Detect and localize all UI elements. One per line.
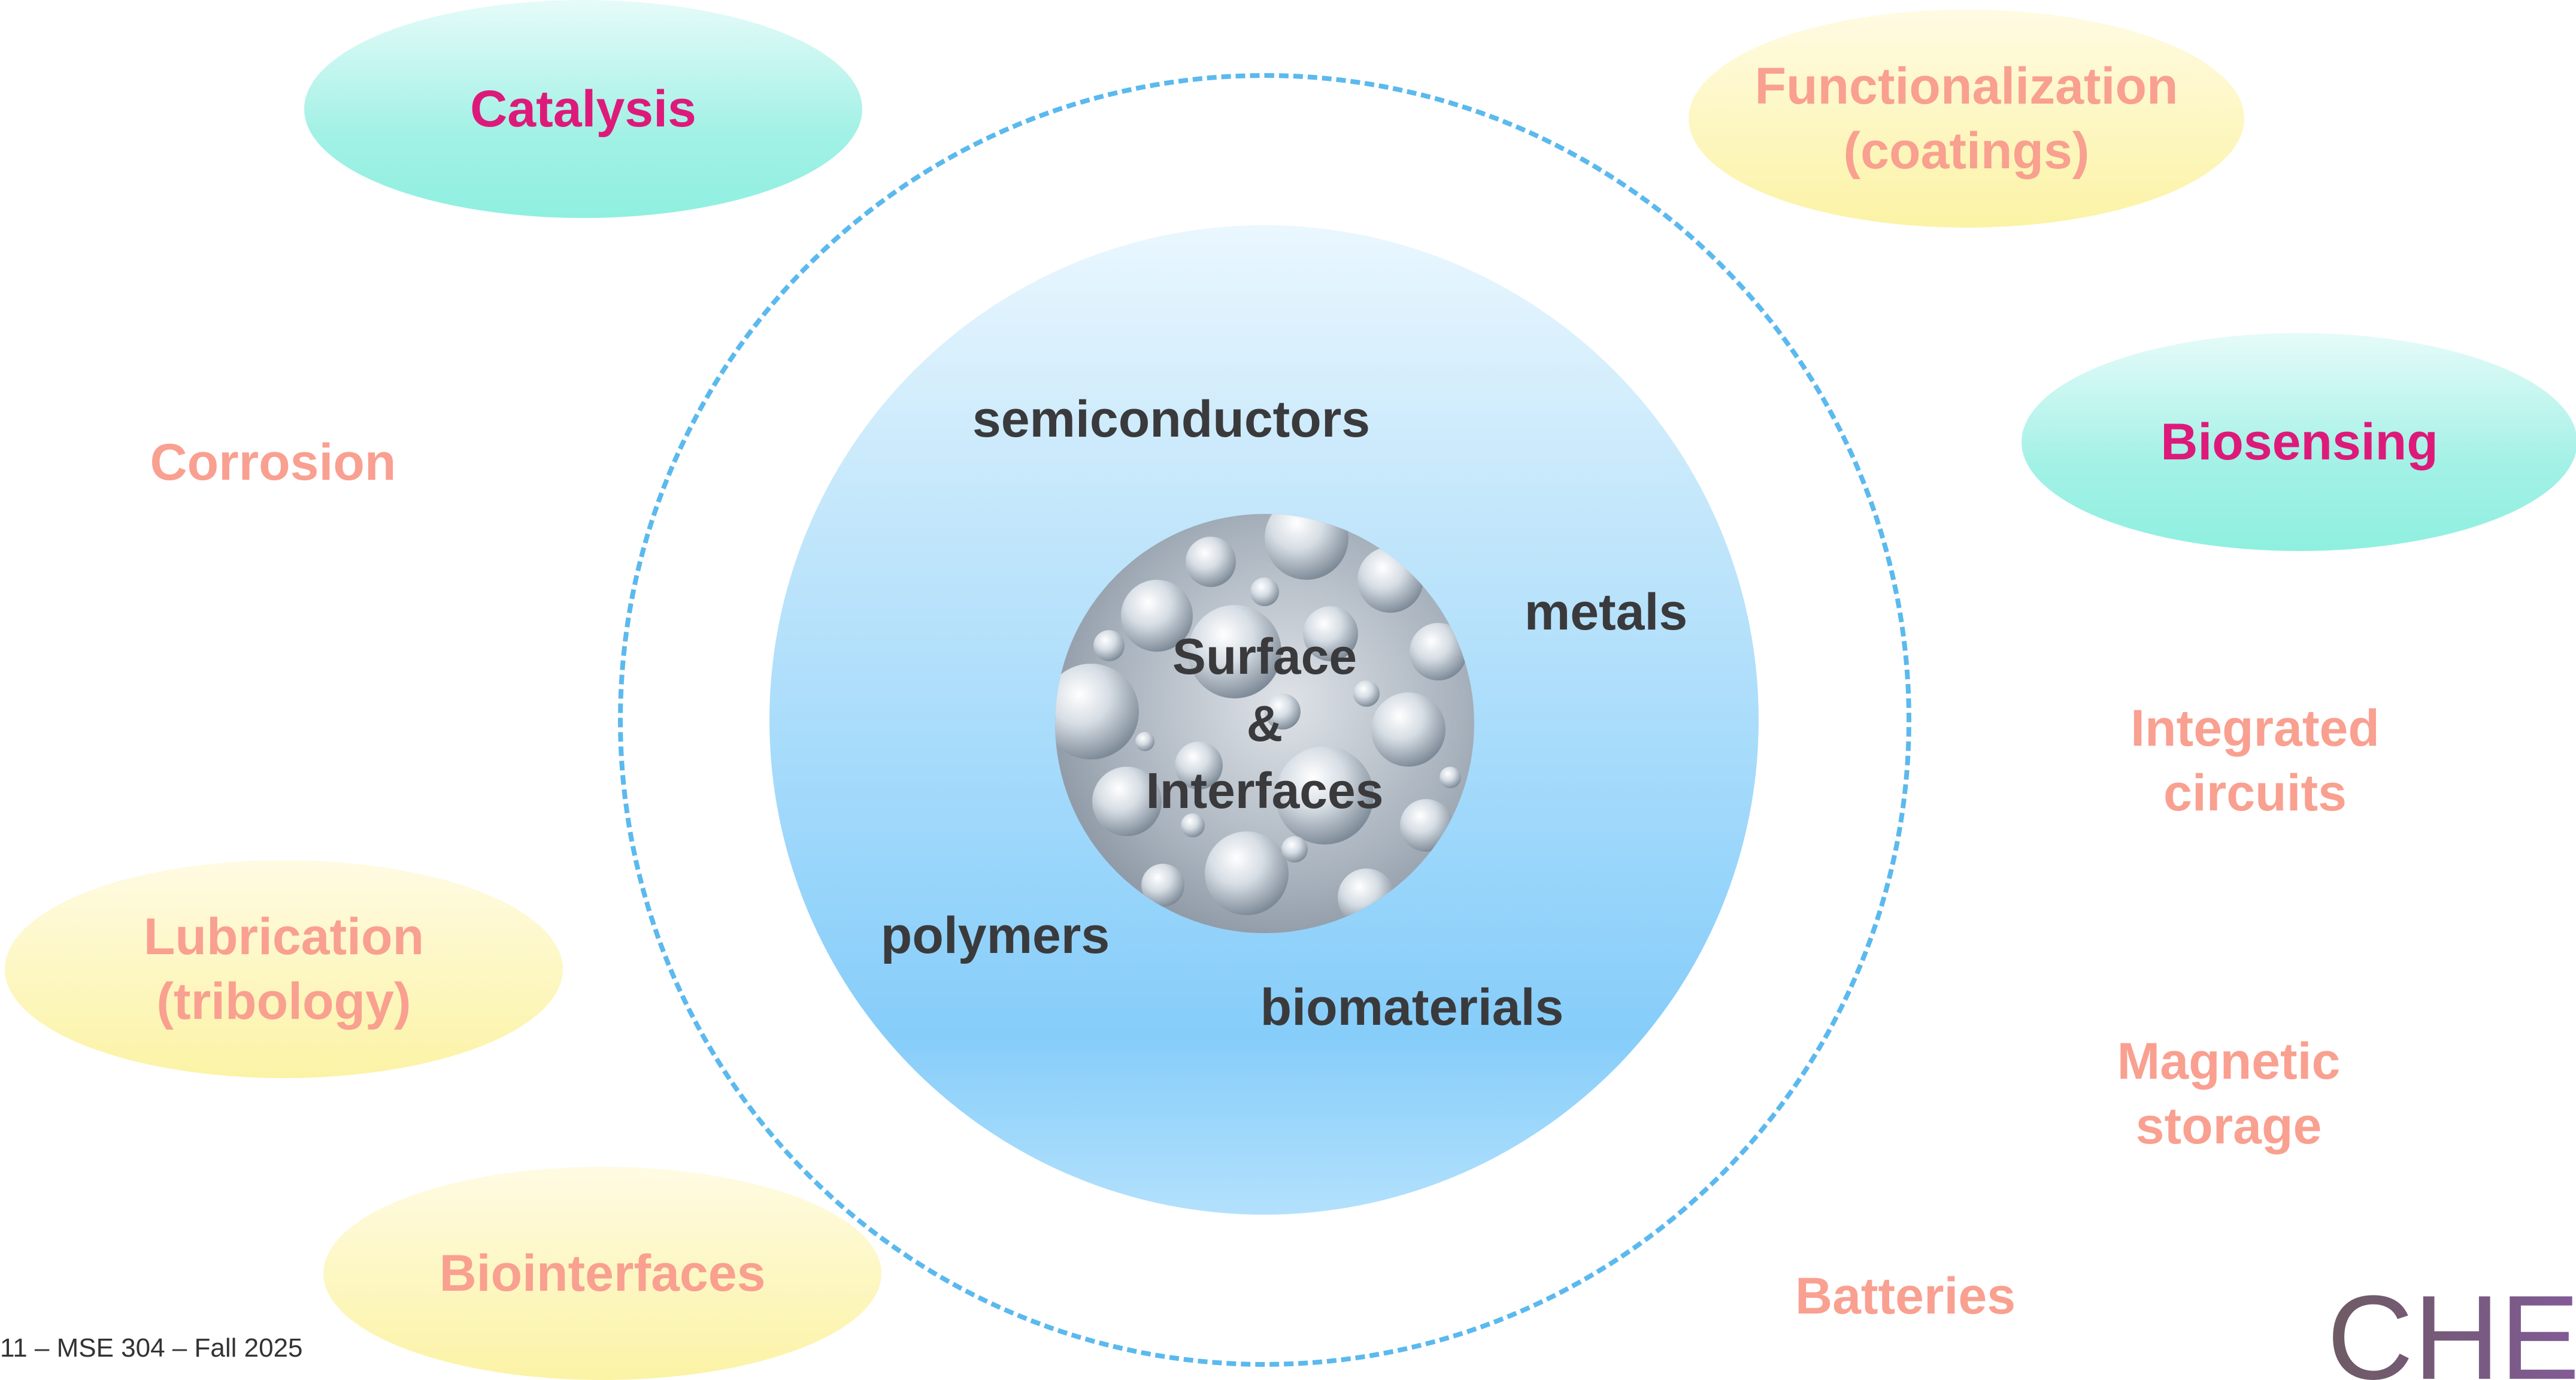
integrated-circuits-line2: circuits [2163, 764, 2347, 822]
outer-dashed-ring [618, 73, 1911, 1367]
lubrication-label: Lubrication [143, 908, 425, 966]
chem-logo-text: CHEM [2327, 1282, 2576, 1380]
spheres-texture [1055, 514, 1467, 926]
semiconductors-label: semiconductors [972, 391, 1371, 448]
surface-label: Surface [1172, 628, 1357, 685]
catalysis-label: Catalysis [470, 80, 696, 138]
footer-course-label: 11 – MSE 304 – Fall 2025 [0, 1333, 303, 1363]
functionalization-sublabel: (coatings) [1843, 122, 2090, 180]
biosensing-bubble: Biosensing [2022, 333, 2576, 551]
metals-label: metals [1524, 583, 1688, 641]
chem-logo: CHEM [2327, 1282, 2576, 1380]
polymers-label: polymers [880, 907, 1110, 964]
integrated-circuits-label: Integrated circuits [2130, 696, 2380, 825]
biomaterials-label: biomaterials [1260, 979, 1564, 1036]
catalysis-bubble: Catalysis [304, 0, 862, 218]
biointerfaces-bubble: Biointerfaces [323, 1167, 881, 1380]
lubrication-sublabel: (tribology) [156, 973, 411, 1030]
functionalization-label: Functionalization [1754, 58, 2178, 115]
functionalization-bubble: Functionalization (coatings) [1689, 10, 2244, 228]
integrated-circuits-line1: Integrated [2130, 700, 2380, 757]
magnetic-storage-line1: Magnetic [2117, 1033, 2341, 1090]
magnetic-storage-line2: storage [2135, 1097, 2322, 1155]
biointerfaces-label: Biointerfaces [439, 1245, 766, 1302]
magnetic-storage-label: Magnetic storage [2117, 1029, 2341, 1158]
interfaces-label: Interfaces [1145, 762, 1384, 819]
surface-core-image: Surface & Interfaces [1055, 514, 1474, 933]
batteries-label: Batteries [1795, 1267, 2016, 1325]
corrosion-label: Corrosion [150, 434, 396, 491]
lubrication-bubble: Lubrication (tribology) [5, 860, 563, 1078]
biosensing-label: Biosensing [2160, 413, 2438, 471]
ampersand-label: & [1246, 695, 1283, 752]
